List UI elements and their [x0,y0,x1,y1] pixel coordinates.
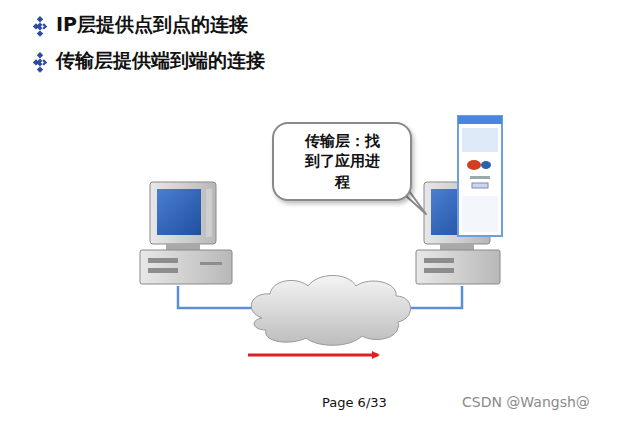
direction-arrow [248,354,378,357]
bullet-symbol [33,16,47,73]
bullet-text: IP层提供点到点的连接 [56,12,248,38]
callout-text: 传输层：找到了应用进程 [302,131,382,192]
bullet-text: 传输层提供端到端的连接 [56,48,265,74]
network-cloud [251,276,410,346]
watermark: CSDN @Wangsh@ [462,394,590,410]
callout-bubble: 传输层：找到了应用进程 [272,122,412,201]
page-number: Page 6/33 [322,395,387,410]
app-window [458,116,502,236]
computer-left [140,182,232,284]
